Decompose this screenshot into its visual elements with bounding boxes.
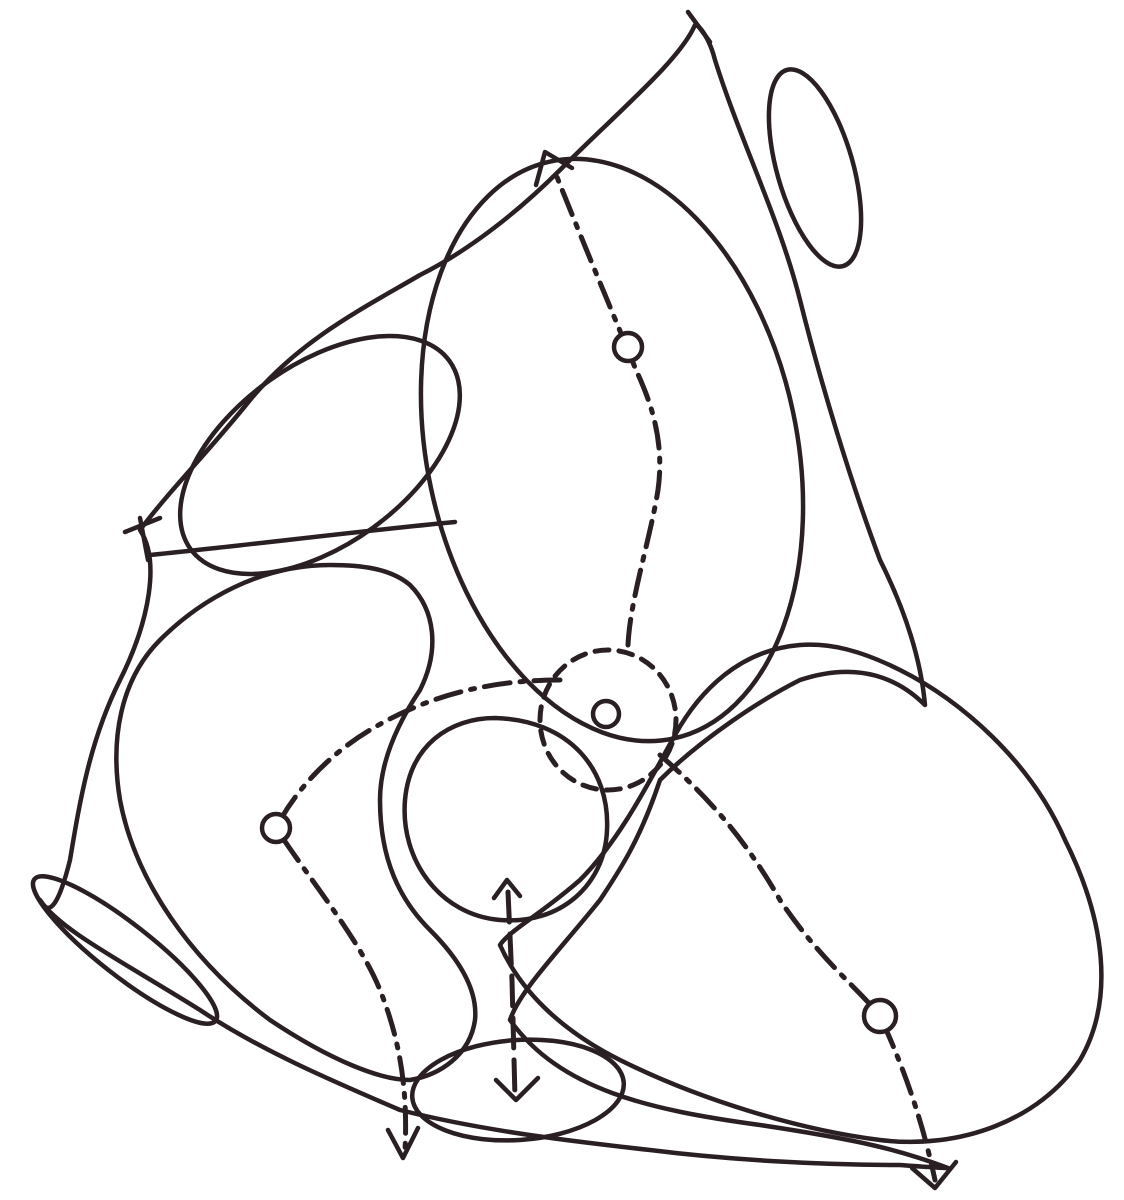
top-right-small-oval: [750, 59, 879, 276]
right-large-lobe: [500, 645, 1101, 1142]
lower-left-lobe: [116, 565, 475, 1080]
left-edge-small-oval: [18, 859, 231, 1042]
node-center: [593, 701, 619, 727]
top-tick: [688, 12, 710, 42]
bottom-small-oval: [409, 1033, 627, 1148]
node-upper: [614, 333, 642, 361]
upper-left-line: [150, 522, 455, 555]
arrow-path-center-vertical: [508, 892, 515, 1098]
arrow-path-up: [555, 172, 660, 645]
outer-boundary-shape: [40, 25, 948, 1168]
node-right: [864, 1000, 896, 1032]
node-left: [262, 814, 290, 842]
inner-small-oval: [405, 718, 608, 920]
